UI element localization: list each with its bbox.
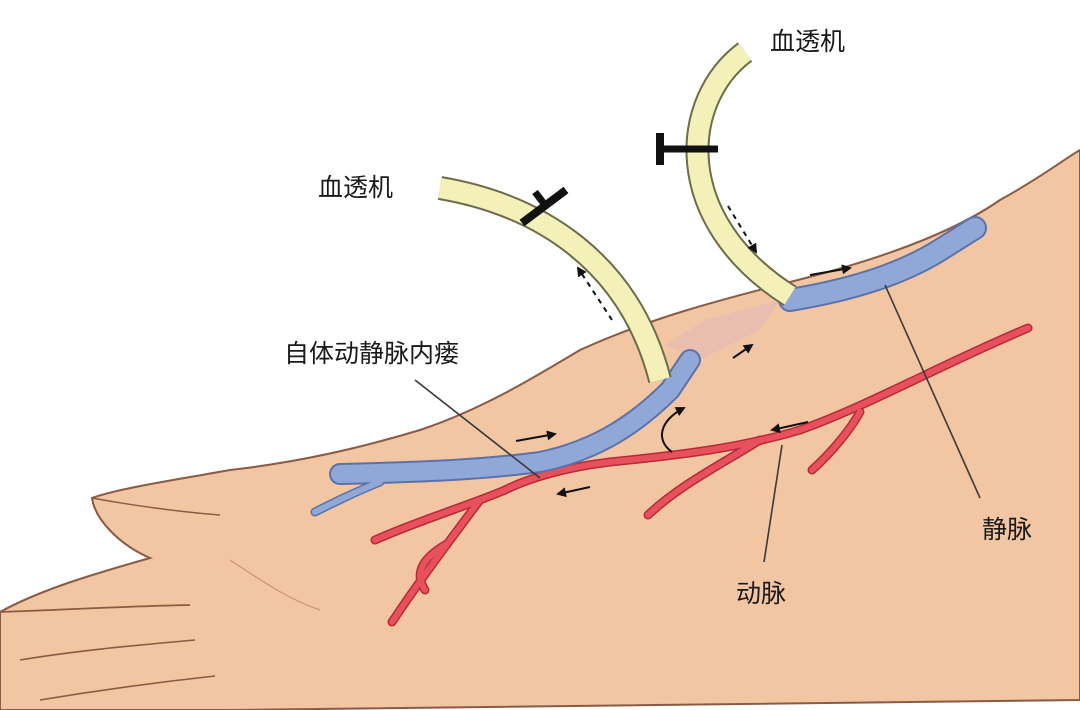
- fistula-skin-shade: [665, 300, 780, 360]
- vein: [310, 216, 987, 517]
- arrow-vein-lower: [515, 430, 557, 442]
- leader-artery: [763, 444, 783, 563]
- artery: [370, 323, 1033, 627]
- label-artery: 动脉: [736, 579, 786, 608]
- leader-fistula: [414, 379, 541, 479]
- arrow-out-dashed: [576, 266, 613, 321]
- flow-arrows: [515, 205, 852, 498]
- finger-crease-3: [39, 675, 216, 701]
- finger-crease-1: [0, 604, 191, 613]
- clamp-left: [519, 186, 569, 227]
- finger-crease-2: [19, 639, 196, 661]
- label-fistula: 自体动静脉内瘘: [284, 339, 459, 368]
- label-vein: 静脉: [982, 515, 1032, 544]
- tube-left: [437, 176, 672, 383]
- thumb-outline: [91, 497, 221, 516]
- leader-lines: [414, 284, 981, 563]
- label-machine-right: 血透机: [770, 27, 845, 56]
- arrow-vein-top: [809, 264, 852, 276]
- arrow-anastomosis-curve: [661, 407, 686, 453]
- label-machine-left: 血透机: [318, 173, 393, 202]
- arrow-artery-upper: [770, 421, 809, 434]
- palm-line: [229, 559, 321, 611]
- arrow-artery-lower: [556, 486, 591, 498]
- arrow-fistula: [732, 343, 754, 359]
- clamp-right: [656, 133, 718, 165]
- arrow-in-dashed: [727, 205, 758, 254]
- leader-vein: [884, 284, 981, 499]
- tube-right: [685, 42, 797, 307]
